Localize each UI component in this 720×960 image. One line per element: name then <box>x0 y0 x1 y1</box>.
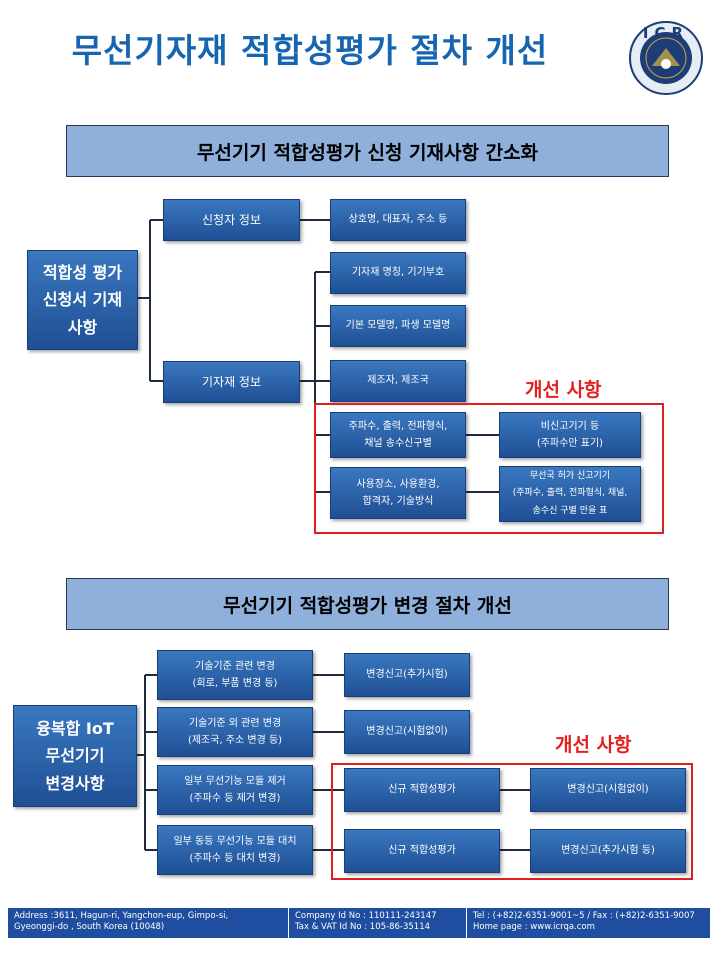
freq-result-box: 비신고기기 등 (주파수만 표기) <box>499 412 641 458</box>
box-line: 송수신 구별 만을 표 <box>532 505 608 516</box>
box-line: 일부 동등 무선기능 모듈 대치 <box>173 835 297 847</box>
root-line: 변경사항 <box>45 773 105 793</box>
equip-item-box: 기자재 명칭, 기기부호 <box>330 252 466 294</box>
footer-line: Company Id No : 110111-243147 <box>295 911 437 921</box>
box-line: 일부 무선기능 모듈 제거 <box>184 775 286 787</box>
box-line: 사용장소, 사용환경, <box>356 478 440 490</box>
root-line: 적합성 평가 <box>42 263 123 283</box>
footer-address: Address :3611, Hagun-ri, Yangchon-eup, G… <box>8 908 289 938</box>
box-line: (제조국, 주소 변경 등) <box>187 735 283 746</box>
section1-header: 무선기기 적합성평가 신청 기재사항 간소화 <box>66 125 669 177</box>
applicant-detail-box: 상호명, 대표자, 주소 등 <box>330 199 466 241</box>
equip-item-box: 제조자, 제조국 <box>330 360 466 402</box>
improvement-frame <box>331 763 693 880</box>
footer-line: Tel : (+82)2-6351-9001~5 / Fax : (+82)2-… <box>473 911 695 921</box>
usage-item-box: 사용장소, 사용환경, 합격자, 기술방식 <box>330 467 466 519</box>
root-line: 융복합 IoT <box>36 719 114 739</box>
box-line: 기술기준 관련 변경 <box>195 660 275 672</box>
improvement-frame <box>314 403 664 534</box>
root-line: 무선기기 <box>45 746 105 766</box>
box-line: 채널 송수신구별 <box>364 438 432 449</box>
section1-root-box: 적합성 평가 신청서 기재 사항 <box>27 250 138 350</box>
result-box: 변경신고(추가시험 등) <box>530 829 686 873</box>
box-line: (주파수 등 제거 변경) <box>189 793 281 804</box>
improvement-label: 개선 사항 <box>525 379 602 401</box>
section2-root-box: 융복합 IoT 무선기기 변경사항 <box>13 705 137 807</box>
box-line: (주파수 등 대치 변경) <box>189 853 281 864</box>
icr-seal-logo: ICR <box>628 20 704 96</box>
usage-result-box: 무선국 허가 신고기기 (주파수, 출력, 전파형식, 채널, 송수신 구별 만… <box>499 466 641 522</box>
footer-line: Gyeonggi-do , South Korea (10048) <box>14 922 165 933</box>
root-line: 사항 <box>67 317 98 337</box>
footer-line: Address :3611, Hagun-ri, Yangchon-eup, G… <box>14 911 229 921</box>
new-assessment-box: 신규 적합성평가 <box>344 768 500 812</box>
box-line: 주파수, 출력, 전파형식, <box>348 420 448 432</box>
footer-contact: Tel : (+82)2-6351-9001~5 / Fax : (+82)2-… <box>467 908 710 938</box>
footer-company: Company Id No : 110111-243147 Tax & VAT … <box>289 908 467 938</box>
equip-item-box: 기본 모델명, 파생 모델명 <box>330 305 466 347</box>
box-line: 합격자, 기술방식 <box>362 496 434 507</box>
logo-text: ICR <box>642 24 690 42</box>
result-box: 변경신고(시험없이) <box>530 768 686 812</box>
equipment-info-box: 기자재 정보 <box>163 361 300 403</box>
applicant-info-box: 신청자 정보 <box>163 199 300 241</box>
footer-bar: Address :3611, Hagun-ri, Yangchon-eup, G… <box>8 908 710 938</box>
condition-box: 기술기준 외 관련 변경 (제조국, 주소 변경 등) <box>157 707 313 757</box>
freq-item-box: 주파수, 출력, 전파형식, 채널 송수신구별 <box>330 412 466 458</box>
footer-line: Home page : www.icrqa.com <box>473 922 595 933</box>
box-line: 기술기준 외 관련 변경 <box>188 717 282 729</box>
box-line: 비신고기기 등 <box>540 420 600 432</box>
result-box: 변경신고(추가시험) <box>344 653 470 697</box>
box-line: (회로, 부품 변경 등) <box>192 678 278 689</box>
root-line: 신청서 기재 <box>42 290 123 310</box>
condition-box: 일부 동등 무선기능 모듈 대치 (주파수 등 대치 변경) <box>157 825 313 875</box>
section2-header: 무선기기 적합성평가 변경 절차 개선 <box>66 578 669 630</box>
box-line: (주파수만 표기) <box>536 438 604 449</box>
condition-box: 일부 무선기능 모듈 제거 (주파수 등 제거 변경) <box>157 765 313 815</box>
box-line: 무선국 허가 신고기기 <box>529 471 611 482</box>
condition-box: 기술기준 관련 변경 (회로, 부품 변경 등) <box>157 650 313 700</box>
new-assessment-box: 신규 적합성평가 <box>344 829 500 873</box>
box-line: (주파수, 출력, 전파형식, 채널, <box>512 488 628 499</box>
footer-line: Tax & VAT Id No : 105-86-35114 <box>295 922 431 933</box>
page-title: 무선기자재 적합성평가 절차 개선 <box>71 31 549 70</box>
improvement-label: 개선 사항 <box>555 734 632 756</box>
result-box: 변경신고(시험없이) <box>344 710 470 754</box>
